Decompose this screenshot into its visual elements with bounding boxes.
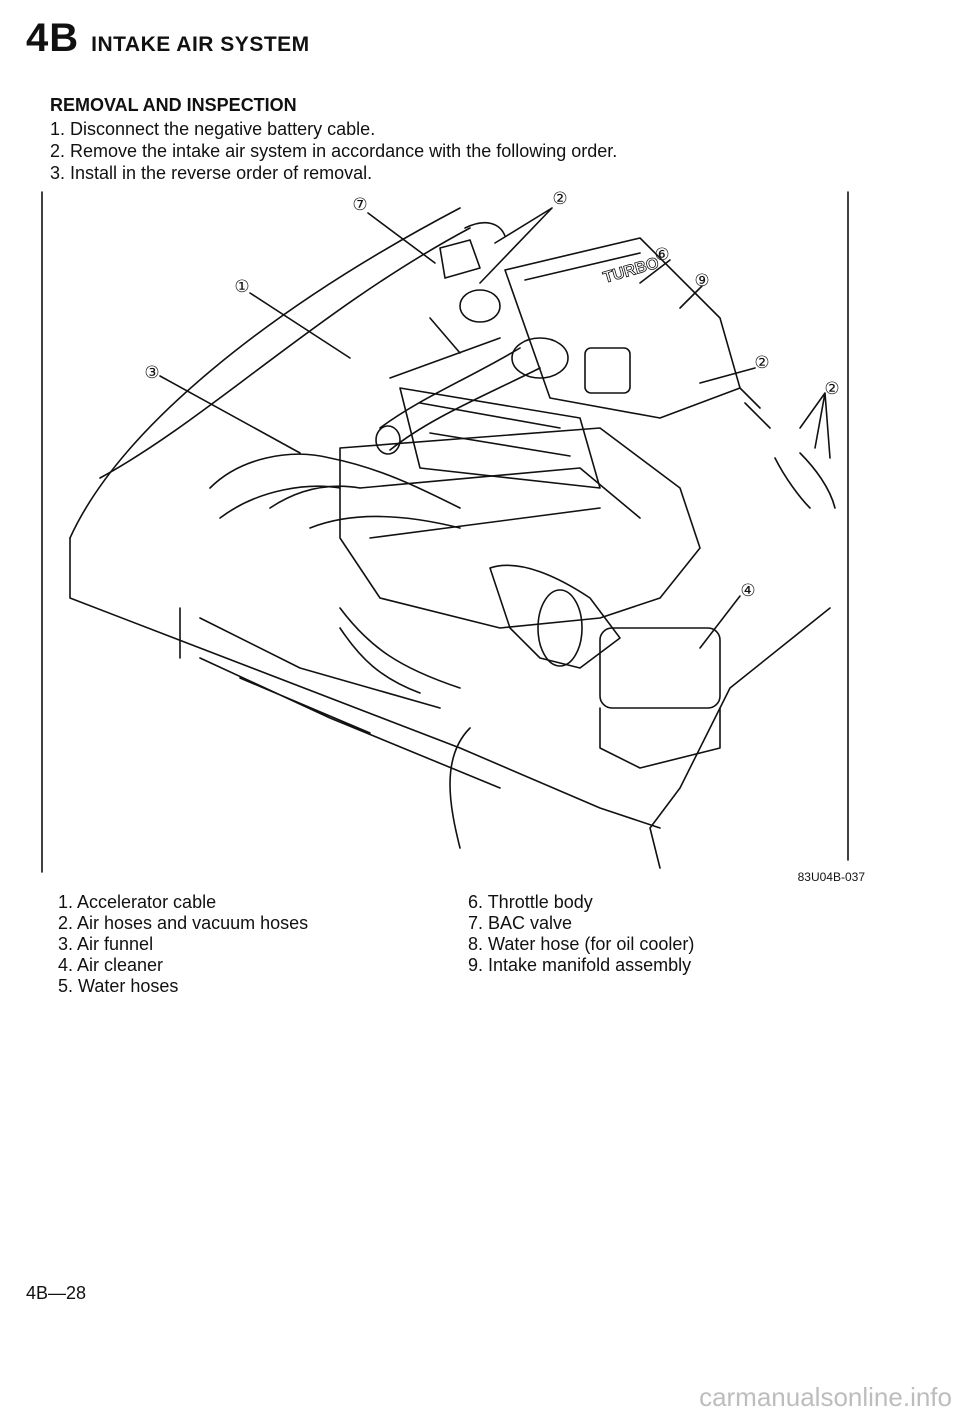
callout-7: ⑦ bbox=[352, 195, 367, 214]
callout-4: ④ bbox=[740, 581, 755, 600]
legend-right: 6. Throttle body 7. BAC valve 8. Water h… bbox=[468, 892, 694, 976]
legend-item: 2. Air hoses and vacuum hoses bbox=[58, 913, 309, 933]
legend-left: 1. Accelerator cable 2. Air hoses and va… bbox=[58, 892, 308, 997]
callout-6: ⑥ bbox=[654, 245, 669, 264]
callout-2-top: ② bbox=[552, 189, 567, 208]
legend-item: 5. Water hoses bbox=[58, 976, 179, 996]
legend-item: 1. Accelerator cable bbox=[58, 892, 217, 912]
procedure-step: 3. Install in the reverse order of remov… bbox=[50, 163, 373, 183]
procedure-step: 2. Remove the intake air system in accor… bbox=[50, 141, 618, 161]
section-title: INTAKE AIR SYSTEM bbox=[91, 33, 310, 56]
callout-3: ③ bbox=[144, 363, 159, 382]
page-number: 4B—28 bbox=[26, 1283, 87, 1303]
procedure-steps: 1. Disconnect the negative battery cable… bbox=[50, 118, 617, 184]
legend-item: 3. Air funnel bbox=[58, 934, 154, 954]
callout-2-hoses: ② bbox=[824, 379, 839, 398]
legend-item: 7. BAC valve bbox=[468, 913, 573, 933]
watermark: carmanualsonline.info bbox=[699, 1382, 952, 1412]
callout-1: ① bbox=[234, 277, 249, 296]
figure-code: 83U04B-037 bbox=[797, 870, 865, 884]
legend-item: 4. Air cleaner bbox=[58, 955, 164, 975]
legend-item: 6. Throttle body bbox=[468, 892, 593, 912]
procedure-step: 1. Disconnect the negative battery cable… bbox=[50, 119, 376, 139]
procedure-heading: REMOVAL AND INSPECTION bbox=[50, 95, 297, 115]
legend-item: 9. Intake manifold assembly bbox=[468, 955, 692, 975]
section-header: 4B INTAKE AIR SYSTEM bbox=[26, 18, 310, 58]
engine-diagram: ⑦ ② ① ③ ⑥ ⑨ ② ② ④ TURBO bbox=[41, 189, 849, 873]
section-code: 4B bbox=[26, 16, 80, 60]
legend-item: 8. Water hose (for oil cooler) bbox=[468, 934, 695, 954]
callout-2-right: ② bbox=[754, 353, 769, 372]
callout-9: ⑨ bbox=[694, 271, 709, 290]
